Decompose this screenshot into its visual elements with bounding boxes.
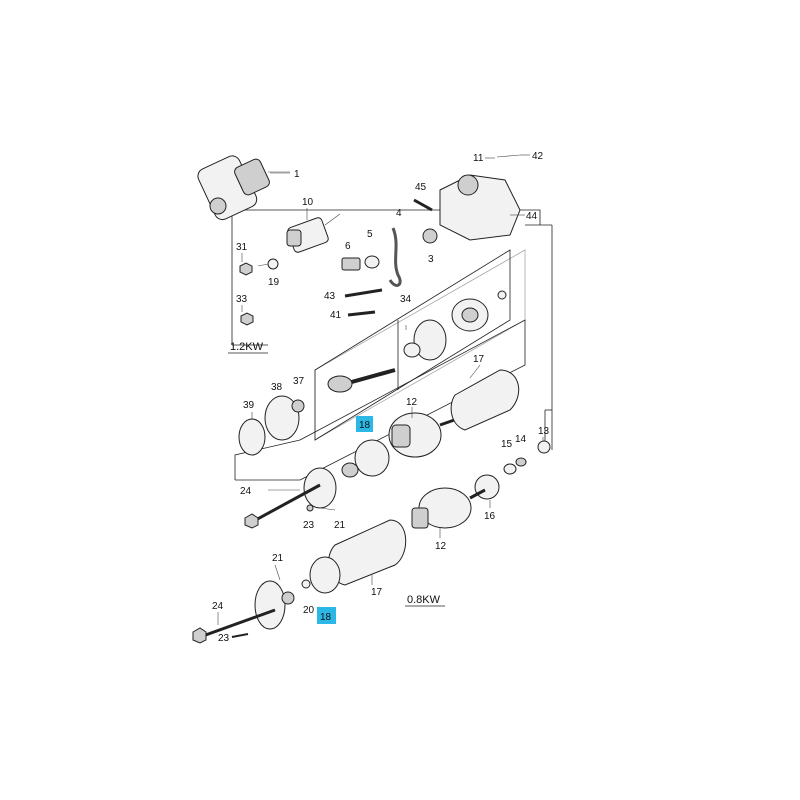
callout-16: 16 [484, 511, 496, 522]
callout-45: 45 [415, 182, 427, 193]
callout-44: 44 [526, 211, 538, 222]
callout-43: 43 [324, 291, 336, 302]
variant-label-0-8kw: 0.8KW [407, 594, 441, 606]
callout-39: 39 [243, 400, 255, 411]
callout-18-upper: 18 [359, 420, 371, 431]
callout-21-upper: 21 [334, 520, 346, 531]
callout-labels: 1 42 11 10 45 4 44 31 6 5 3 19 43 34 33 … [212, 151, 550, 644]
bolts-upper [344, 198, 433, 317]
callout-3: 3 [428, 254, 434, 265]
callout-5: 5 [367, 229, 373, 240]
callout-20: 20 [303, 605, 315, 616]
callout-21-lower: 21 [272, 553, 284, 564]
callout-23-lower: 23 [218, 633, 230, 644]
callout-18-highlight-upper [356, 416, 373, 432]
callout-18-lower: 18 [320, 612, 332, 623]
callout-12-lower: 12 [435, 541, 447, 552]
drive-end-housing [422, 154, 525, 244]
end-plate-upper [244, 467, 337, 529]
callout-17-upper: 17 [473, 354, 485, 365]
callout-41: 41 [330, 310, 342, 321]
drive-lever [341, 227, 402, 287]
variant-label-1-2kw: 1.2KW [230, 341, 264, 353]
callout-31: 31 [236, 242, 248, 253]
callout-23-upper: 23 [303, 520, 315, 531]
callout-12-upper: 12 [406, 397, 418, 408]
armature-lower [411, 487, 486, 529]
callout-6: 6 [345, 241, 351, 252]
solenoid [286, 213, 341, 253]
callout-24-upper: 24 [240, 486, 252, 497]
callout-24-lower: 24 [212, 601, 224, 612]
callout-19: 19 [268, 277, 280, 288]
callout-10: 10 [302, 197, 314, 208]
callout-13: 13 [538, 426, 550, 437]
leader-lines [217, 154, 544, 625]
planetary-gear-set [327, 290, 507, 393]
callout-17-lower: 17 [371, 587, 383, 598]
end-plate-lower [192, 580, 295, 644]
callout-37: 37 [293, 376, 305, 387]
small-fasteners-upper [239, 258, 279, 326]
callout-4: 4 [396, 208, 402, 219]
callout-34: 34 [400, 294, 412, 305]
gear-ring-parts [238, 395, 305, 456]
callout-42: 42 [532, 151, 544, 162]
drive-pinion-parts [474, 440, 551, 500]
callout-1: 1 [294, 169, 300, 180]
brush-holder-lower [301, 556, 341, 594]
callout-38: 38 [271, 382, 283, 393]
callout-33: 33 [236, 294, 248, 305]
brush-holder-upper [341, 439, 390, 478]
callout-14: 14 [515, 434, 527, 445]
yoke-upper [450, 369, 520, 431]
armature-upper [388, 412, 461, 458]
callout-11: 11 [473, 153, 484, 164]
callout-15: 15 [501, 439, 513, 450]
callout-18-highlight-lower [317, 607, 336, 624]
starter-assembly [197, 155, 290, 221]
